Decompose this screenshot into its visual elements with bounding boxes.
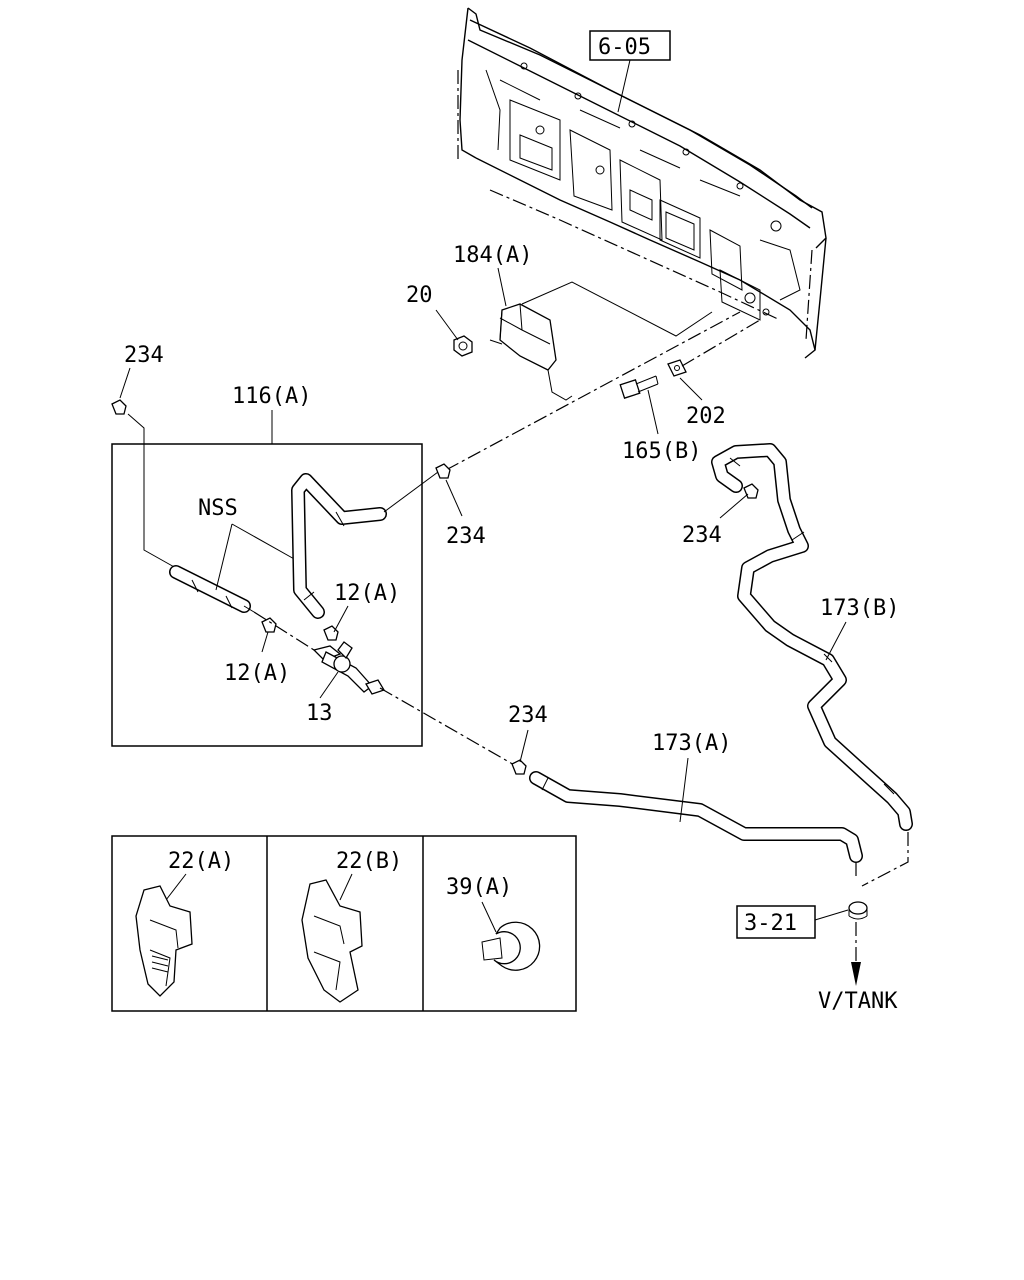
hose-clamp-drawing: [481, 921, 541, 971]
part-label-20: 20: [406, 283, 433, 308]
hose-clip-drawing: [511, 759, 527, 775]
hose-clamp-drawing: [301, 879, 363, 1003]
ref-label-6-05: 6-05: [598, 35, 651, 60]
flange-nut-drawing: [453, 335, 473, 357]
hose-clamp-drawing: [135, 885, 193, 997]
part-label-12a-right: 12(A): [334, 581, 400, 606]
down-arrow: [851, 922, 861, 986]
hose-clip-drawing: [435, 463, 451, 479]
hose-clip-drawing: [261, 617, 339, 641]
part-label-184a: 184(A): [453, 243, 532, 268]
hose-clip-drawing: [111, 399, 127, 415]
part-label-202: 202: [686, 404, 726, 429]
part-label-234-right: 234: [682, 523, 722, 548]
part-label-12a-left: 12(A): [224, 661, 290, 686]
part-label-234-lower: 234: [508, 703, 548, 728]
square-washer-drawing: [667, 359, 687, 377]
part-label-173a: 173(A): [652, 731, 731, 756]
detail-box: [111, 835, 577, 1012]
part-label-234-middle: 234: [446, 524, 486, 549]
tank-fitting-drawing: [848, 901, 868, 920]
ref-label-3-21: 3-21: [744, 911, 797, 936]
part-label-13: 13: [306, 701, 333, 726]
destination-label-vtank: V/TANK: [818, 989, 898, 1014]
part-label-116a: 116(A): [232, 384, 311, 409]
three-way-connector-drawing: [312, 641, 385, 695]
part-label-173b: 173(B): [820, 596, 899, 621]
part-label-39a: 39(A): [446, 875, 512, 900]
ref-box-6-05: [589, 30, 671, 61]
part-label-22a: 22(A): [168, 849, 234, 874]
part-label-nss: NSS: [198, 496, 238, 521]
part-label-165b: 165(B): [622, 439, 701, 464]
pipe-assembly-drawing: [169, 565, 255, 613]
hose-173a-drawing: [529, 771, 863, 863]
bolt-drawing: [619, 375, 659, 399]
assembly-box-116a: [111, 443, 423, 747]
part-label-234-top-left: 234: [124, 343, 164, 368]
hose-116a-drawing: [291, 473, 387, 619]
hose-173b-drawing: [711, 443, 913, 831]
part-label-22b: 22(B): [336, 849, 402, 874]
ref-box-3-21: [736, 905, 816, 939]
dash-panel-drawing: [457, 7, 827, 359]
hose-bracket-drawing: [489, 303, 573, 401]
